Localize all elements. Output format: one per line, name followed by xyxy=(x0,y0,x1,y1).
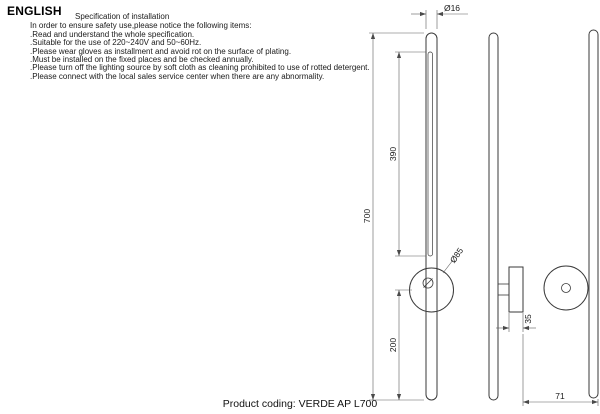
spec-line: .Suitable for the use of 220~240V and 50… xyxy=(30,38,202,48)
dimension-bracket-depth xyxy=(496,313,536,332)
canopy-hub xyxy=(561,283,571,293)
spec-line: .Please connect with the local sales ser… xyxy=(30,71,325,81)
spec-line: In order to ensure safety use,please not… xyxy=(30,21,252,31)
dimension-labels: Ø16 390 700 Ø85 200 35 71 xyxy=(362,3,565,401)
leader-canopy-diameter xyxy=(442,259,454,274)
screw-circle xyxy=(422,277,434,289)
dimensions xyxy=(369,10,599,406)
spec-line: .Please turn off the lighting source by … xyxy=(30,63,370,73)
dimension-strip-length xyxy=(395,51,426,257)
lamp-tube-side xyxy=(488,32,499,401)
side-view xyxy=(488,32,524,401)
led-strip xyxy=(427,51,433,257)
canopy-circle-front xyxy=(409,267,454,313)
language-heading: ENGLISH xyxy=(7,4,62,18)
mounting-bracket xyxy=(508,266,524,313)
spec-line: .Read and understand the whole specifica… xyxy=(30,29,195,39)
dim-label-strip-length: 390 xyxy=(388,147,398,161)
front-view xyxy=(409,32,454,401)
spec-block: Specification of installation In order t… xyxy=(30,12,370,81)
canopy-circle-back xyxy=(543,265,589,311)
dim-label-total-depth: 71 xyxy=(555,391,565,401)
dim-label-canopy-diameter: Ø85 xyxy=(448,246,466,265)
dim-label-bracket-depth: 35 xyxy=(523,314,533,324)
screw-slot xyxy=(423,278,433,288)
mounting-arm xyxy=(497,283,510,296)
dimension-bottom-offset xyxy=(395,289,412,400)
dim-label-bottom-offset: 200 xyxy=(388,338,398,352)
dimension-overall-length xyxy=(369,32,424,401)
product-coding: Product coding: VERDE AP L700 xyxy=(222,398,378,410)
back-view xyxy=(543,29,599,399)
lamp-tube-front xyxy=(425,32,438,401)
lamp-tube-back xyxy=(588,29,599,399)
dimension-total-depth xyxy=(522,334,599,406)
dim-label-overall-length: 700 xyxy=(362,209,372,223)
dim-label-top-diameter: Ø16 xyxy=(444,3,460,13)
spec-line: .Please wear gloves as installment and a… xyxy=(30,46,292,56)
spec-title: Specification of installation xyxy=(75,12,170,21)
spec-line: .Must be installed on the fixed places a… xyxy=(30,55,254,65)
dimension-top-diameter xyxy=(411,10,468,29)
